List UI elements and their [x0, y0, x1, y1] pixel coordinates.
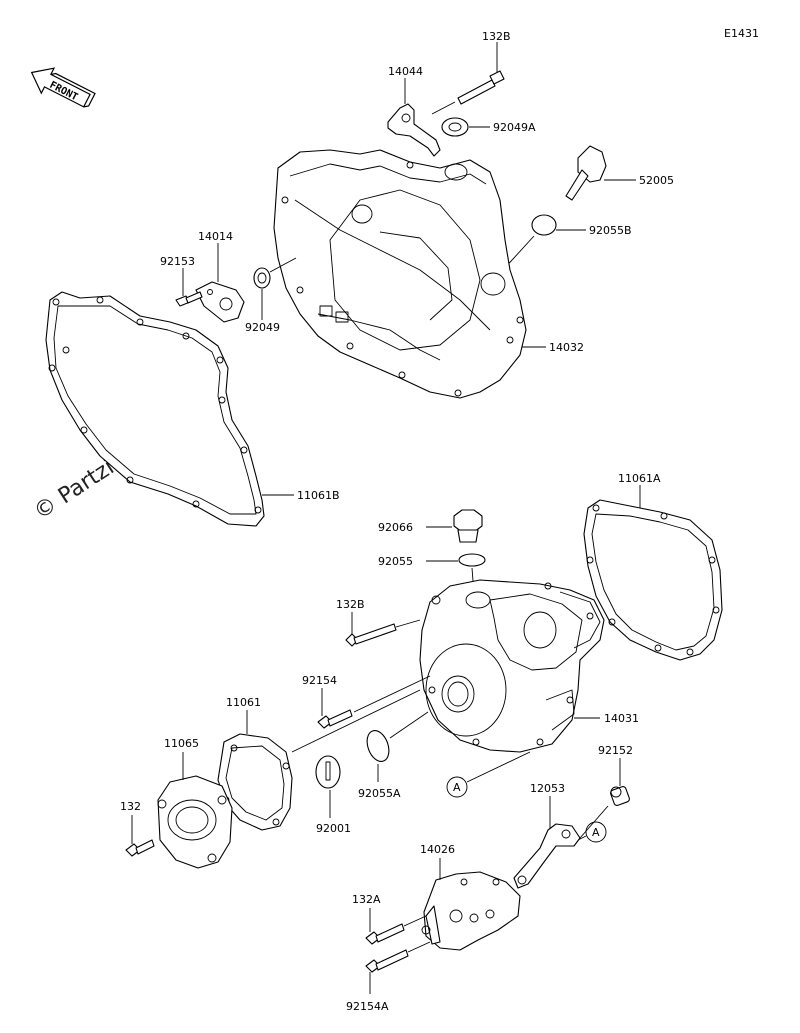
svg-text:A: A	[592, 826, 600, 839]
bolt-132a	[365, 923, 405, 945]
part-label: 14031	[604, 712, 639, 725]
part-label: 92055	[378, 555, 413, 568]
bolt-92153	[175, 291, 203, 307]
reference-mark-a-left: A	[446, 776, 468, 798]
gasket-11061b	[45, 291, 265, 527]
svg-text:A: A	[453, 781, 461, 794]
cover-11065	[157, 775, 233, 869]
generator-cover-14031	[419, 579, 605, 753]
bolt-92154	[317, 709, 353, 729]
part-label: 52005	[639, 174, 674, 187]
part-label: 11061B	[297, 489, 340, 502]
gasket-11061a	[583, 499, 723, 661]
seal-92049	[253, 267, 271, 289]
oring-92055b	[531, 214, 557, 236]
part-label: 92055A	[358, 787, 401, 800]
part-label: 92152	[598, 744, 633, 757]
diagram-id: E1431	[724, 27, 759, 40]
spacer-92152	[610, 786, 630, 806]
seal-92049a	[441, 117, 469, 137]
part-label: 132	[120, 800, 141, 813]
bolt-132	[125, 839, 155, 857]
plug-92066	[453, 509, 483, 543]
part-label: 92154A	[346, 1000, 389, 1013]
part-label: 132A	[352, 893, 381, 906]
part-label: 14026	[420, 843, 455, 856]
oring-92055	[458, 553, 486, 567]
part-label: 92049A	[493, 121, 536, 134]
part-label: 132B	[482, 30, 511, 43]
cap-92001	[315, 755, 341, 789]
oring-92055a	[366, 730, 390, 762]
bolt-132b-top	[457, 70, 505, 105]
part-label: 14032	[549, 341, 584, 354]
part-label: 92055B	[589, 224, 632, 237]
bracket-14044	[387, 103, 441, 157]
bolt-132b-mid	[345, 623, 397, 647]
part-label: 92154	[302, 674, 337, 687]
part-label: 92066	[378, 521, 413, 534]
front-arrow-icon: FRONT	[30, 67, 96, 108]
part-label: 12053	[530, 782, 565, 795]
part-label: 132B	[336, 598, 365, 611]
lever-12053	[513, 823, 581, 889]
part-label: 11061A	[618, 472, 661, 485]
part-label: 14014	[198, 230, 233, 243]
reference-mark-a-right: A	[585, 821, 607, 843]
part-label: 92049	[245, 321, 280, 334]
part-label: 14044	[388, 65, 423, 78]
part-label: 11061	[226, 696, 261, 709]
bolt-92154a	[365, 949, 409, 973]
part-label: 92153	[160, 255, 195, 268]
clutch-cover-14032	[273, 149, 527, 399]
part-label: 92001	[316, 822, 351, 835]
plate-14014	[195, 281, 245, 323]
bracket-14026	[421, 871, 521, 951]
part-label: 11065	[164, 737, 199, 750]
dipstick-52005	[565, 145, 607, 201]
